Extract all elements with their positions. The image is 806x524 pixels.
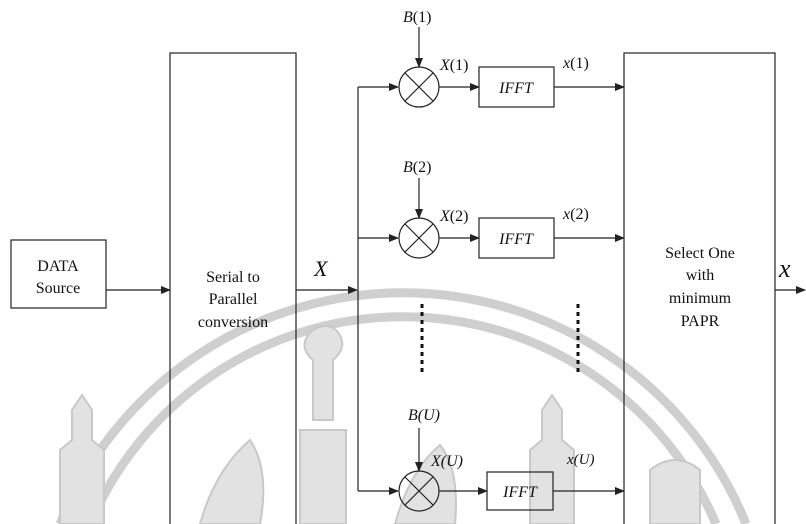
branch-u: B(U) X(U) IFFT x(U)	[358, 407, 624, 511]
XU-label: X(U)	[430, 453, 463, 470]
serial-to-parallel-block: Serial to Parallel conversion	[170, 53, 296, 524]
sp-label-1: Serial to	[206, 269, 260, 286]
select-label-4: PAPR	[681, 313, 720, 330]
data-source-label-1: DATA	[37, 258, 79, 275]
multiplier-1-icon	[399, 67, 439, 107]
output-x-label: x	[778, 254, 791, 283]
X1-label: X(1)	[439, 57, 468, 74]
xu-label: x(U)	[566, 452, 595, 468]
select-label-2: with	[686, 267, 714, 284]
branch-2: B(2) X(2) IFFT x(2)	[358, 159, 624, 258]
b1-label: B(1)	[403, 9, 431, 26]
x1-label: x(1)	[562, 55, 589, 72]
ifft-label-1: IFFT	[498, 80, 534, 97]
ifft-label-u: IFFT	[502, 484, 538, 501]
b2-label: B(2)	[403, 159, 431, 176]
sp-label-3: conversion	[198, 314, 268, 331]
X2-label: X(2)	[439, 208, 468, 225]
sp-label-2: Parallel	[209, 291, 258, 308]
select-label-1: Select One	[665, 245, 735, 262]
data-source-label-2: Source	[36, 280, 80, 297]
x-vector-label: X	[313, 256, 329, 281]
select-label-3: minimum	[669, 290, 732, 307]
x2-label: x(2)	[562, 206, 589, 223]
multiplier-2-icon	[399, 218, 439, 258]
ifft-label-2: IFFT	[498, 231, 534, 248]
watermark-emblem	[60, 293, 746, 524]
bu-label: B(U)	[408, 407, 440, 424]
select-min-papr-block: Select One with minimum PAPR	[624, 53, 775, 524]
data-source-block: DATA Source	[11, 240, 106, 308]
branch-1: B(1) X(1) IFFT x(1)	[358, 9, 624, 107]
